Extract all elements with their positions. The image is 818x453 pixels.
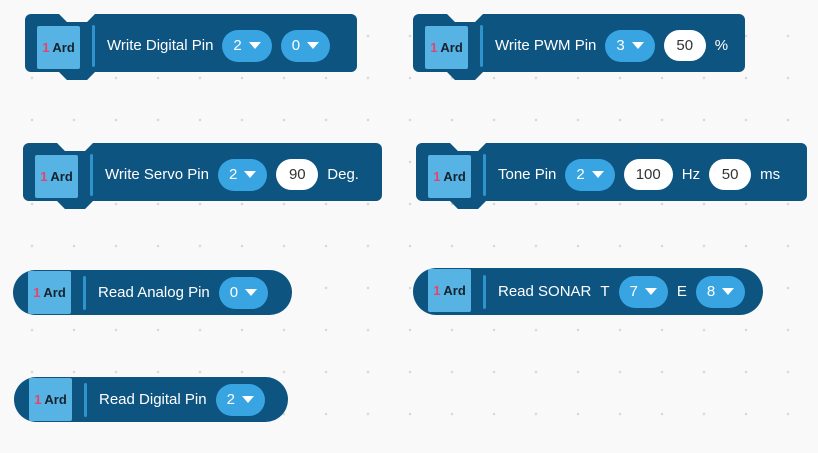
badge-label: Ard: [443, 283, 466, 298]
block-label: Read Analog Pin: [98, 284, 210, 301]
badge-number: 1: [433, 283, 441, 298]
arduino-extension-badge: 1 Ard: [37, 26, 80, 69]
badge-label: Ard: [50, 169, 73, 184]
pin-dropdown[interactable]: 0: [218, 276, 269, 309]
pin-dropdown[interactable]: 2: [215, 383, 265, 416]
dropdown-value: 2: [226, 391, 235, 408]
echo-pin-dropdown[interactable]: 8: [695, 275, 746, 308]
badge-label: Ard: [440, 40, 463, 55]
unit-label: %: [714, 37, 729, 54]
block-read-sonar[interactable]: 1 Ard Read SONAR T 7 E 8: [413, 268, 763, 315]
trigger-pin-dropdown[interactable]: 7: [618, 275, 668, 308]
badge-number: 1: [33, 285, 41, 300]
duration-input[interactable]: 50: [709, 159, 752, 190]
servo-angle-input[interactable]: 90: [276, 159, 319, 190]
chevron-down-icon: [244, 171, 257, 178]
arduino-extension-badge: 1 Ard: [29, 378, 72, 421]
arduino-extension-badge: 1 Ard: [428, 269, 471, 312]
block-read-analog-pin[interactable]: 1 Ard Read Analog Pin 0: [13, 270, 292, 315]
pin-dropdown[interactable]: 3: [605, 29, 655, 62]
dropdown-value: 7: [629, 283, 638, 300]
badge-number: 1: [40, 169, 48, 184]
dropdown-value: 0: [229, 284, 239, 301]
badge-separator: [84, 382, 87, 417]
block-write-pwm-pin[interactable]: 1 Ard Write PWM Pin 3 50 %: [413, 14, 745, 72]
block-read-digital-pin[interactable]: 1 Ard Read Digital Pin 2: [14, 377, 288, 422]
echo-label: E: [676, 283, 687, 300]
dropdown-value: 2: [228, 166, 238, 183]
dropdown-value: 2: [576, 166, 585, 183]
chevron-down-icon: [722, 288, 735, 295]
block-label: Tone Pin: [498, 166, 557, 183]
block-label: Write Digital Pin: [107, 37, 214, 54]
badge-number: 1: [430, 40, 438, 55]
chevron-down-icon: [248, 42, 261, 49]
badge-separator: [483, 153, 486, 196]
badge-number: 1: [34, 392, 42, 407]
badge-separator: [90, 153, 93, 196]
badge-separator: [92, 24, 95, 67]
badge-separator: [480, 24, 483, 67]
dropdown-value: 2: [233, 37, 242, 54]
badge-number: 1: [433, 169, 441, 184]
block-label: Write PWM Pin: [495, 37, 597, 54]
pin-dropdown[interactable]: 2: [217, 158, 268, 191]
arduino-extension-badge: 1 Ard: [428, 155, 471, 198]
block-label: Write Servo Pin: [105, 166, 209, 183]
chevron-down-icon: [591, 171, 604, 178]
arduino-extension-badge: 1 Ard: [425, 26, 468, 69]
block-tone-pin[interactable]: 1 Ard Tone Pin 2 100 Hz 50 ms: [416, 143, 807, 201]
pin-dropdown[interactable]: 2: [222, 29, 272, 62]
frequency-input[interactable]: 100: [623, 159, 673, 190]
badge-label: Ard: [44, 392, 67, 407]
value-dropdown[interactable]: 0: [280, 29, 331, 62]
badge-separator: [483, 274, 486, 309]
unit-label: Hz: [681, 166, 701, 183]
block-write-digital-pin[interactable]: 1 Ard Write Digital Pin 2 0: [25, 14, 357, 72]
chevron-down-icon: [644, 288, 657, 295]
badge-label: Ard: [443, 169, 466, 184]
chevron-down-icon: [241, 396, 254, 403]
arduino-extension-badge: 1 Ard: [28, 271, 71, 314]
chevron-down-icon: [307, 42, 320, 49]
arduino-extension-badge: 1 Ard: [35, 155, 78, 198]
unit-label: ms: [760, 166, 781, 183]
trigger-label: T: [600, 283, 610, 300]
chevron-down-icon: [245, 289, 258, 296]
dropdown-value: 3: [616, 37, 625, 54]
unit-label: Deg.: [327, 166, 359, 183]
pwm-value-input[interactable]: 50: [663, 30, 706, 61]
dropdown-value: 0: [291, 37, 301, 54]
block-label: Read SONAR: [498, 283, 592, 300]
block-write-servo-pin[interactable]: 1 Ard Write Servo Pin 2 90 Deg.: [23, 143, 382, 201]
chevron-down-icon: [631, 42, 644, 49]
badge-label: Ard: [52, 40, 75, 55]
badge-label: Ard: [43, 285, 66, 300]
badge-separator: [83, 275, 86, 310]
badge-number: 1: [42, 40, 50, 55]
dropdown-value: 8: [706, 283, 716, 300]
pin-dropdown[interactable]: 2: [565, 158, 615, 191]
block-label: Read Digital Pin: [99, 391, 207, 408]
